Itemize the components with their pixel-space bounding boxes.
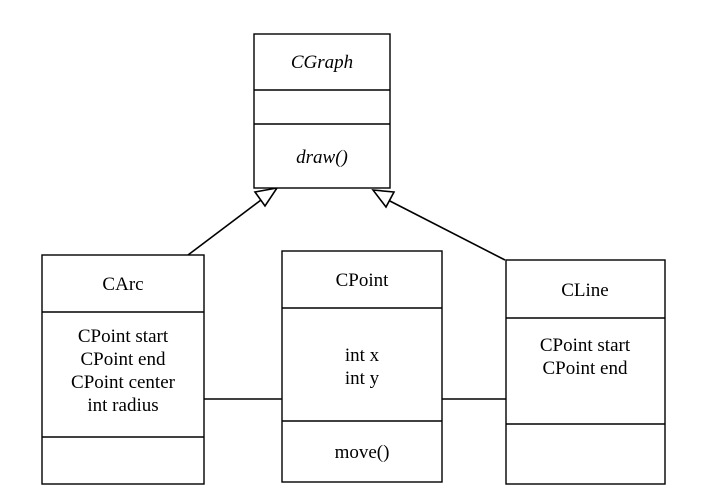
attribute: int radius xyxy=(87,395,158,416)
attribute: int y xyxy=(345,368,380,389)
class-name: CGraph xyxy=(291,52,353,73)
attribute: CPoint end xyxy=(81,349,166,370)
class-name: CLine xyxy=(561,280,609,301)
attribute: int x xyxy=(345,345,380,366)
class-name: CPoint xyxy=(336,270,390,291)
generalization-arrowhead xyxy=(253,186,279,208)
generalization-arrowhead xyxy=(371,189,396,209)
inheritance-cline-cgraph xyxy=(371,189,506,261)
attribute: CPoint start xyxy=(540,335,631,356)
attribute: CPoint center xyxy=(71,372,176,393)
method: draw() xyxy=(296,147,348,168)
class-carc: CArc CPoint start CPoint end CPoint cent… xyxy=(41,254,205,485)
class-cgraph: CGraph draw() xyxy=(253,33,391,189)
class-cline: CLine CPoint start CPoint end xyxy=(505,259,666,485)
attribute: CPoint start xyxy=(78,326,169,347)
class-name: CArc xyxy=(102,274,143,295)
class-cpoint: CPoint int x int y move() xyxy=(281,250,443,483)
attribute: CPoint end xyxy=(543,358,628,379)
method: move() xyxy=(335,442,390,463)
inheritance-carc-cgraph xyxy=(187,186,279,256)
